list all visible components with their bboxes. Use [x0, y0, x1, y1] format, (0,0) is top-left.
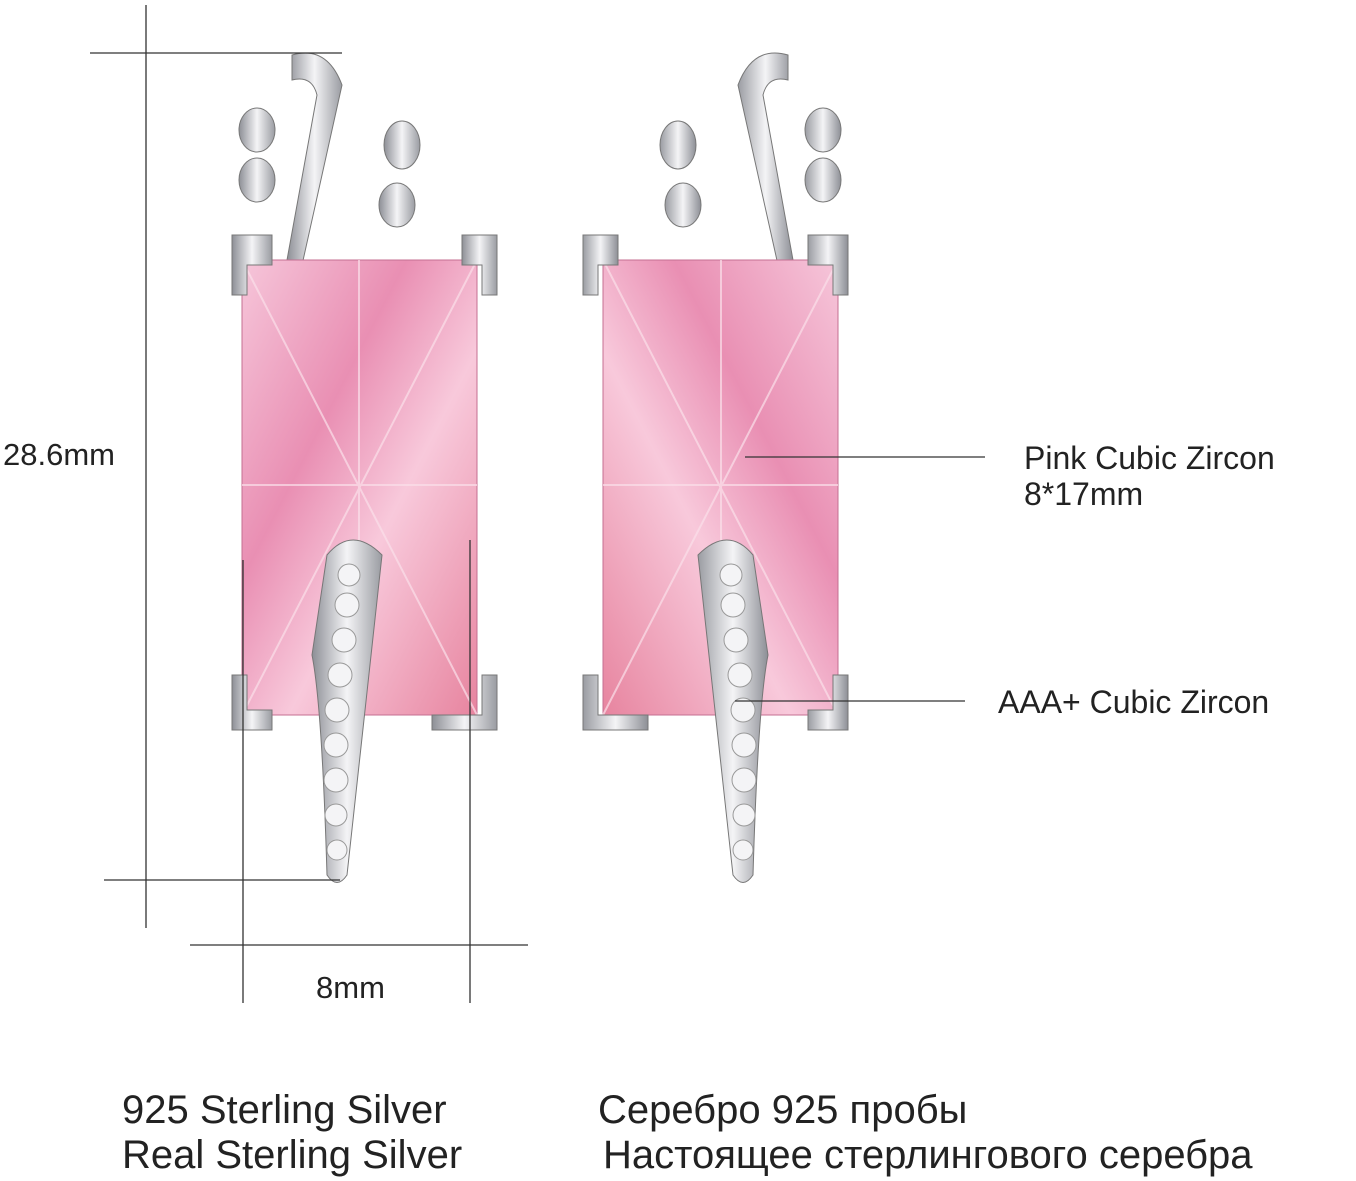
left-earring — [231, 52, 498, 884]
footer-ru-line2: Настоящее стерлингового серебра — [603, 1133, 1253, 1177]
height-dimension-label: 28.6mm — [3, 437, 115, 472]
footer-en-line2: Real Sterling Silver — [122, 1133, 463, 1177]
footer-ru-line1: Серебро 925 пробы — [598, 1088, 968, 1132]
footer-en-line1: 925 Sterling Silver — [122, 1088, 447, 1132]
width-dimension-label: 8mm — [316, 970, 385, 1005]
accent-stones-callout: AAA+ Cubic Zircon — [998, 684, 1270, 720]
right-earring — [582, 52, 849, 884]
stone-name-callout: Pink Cubic Zircon — [1024, 440, 1275, 476]
stone-size-callout: 8*17mm — [1024, 476, 1144, 512]
dimension-lines — [90, 5, 985, 1003]
